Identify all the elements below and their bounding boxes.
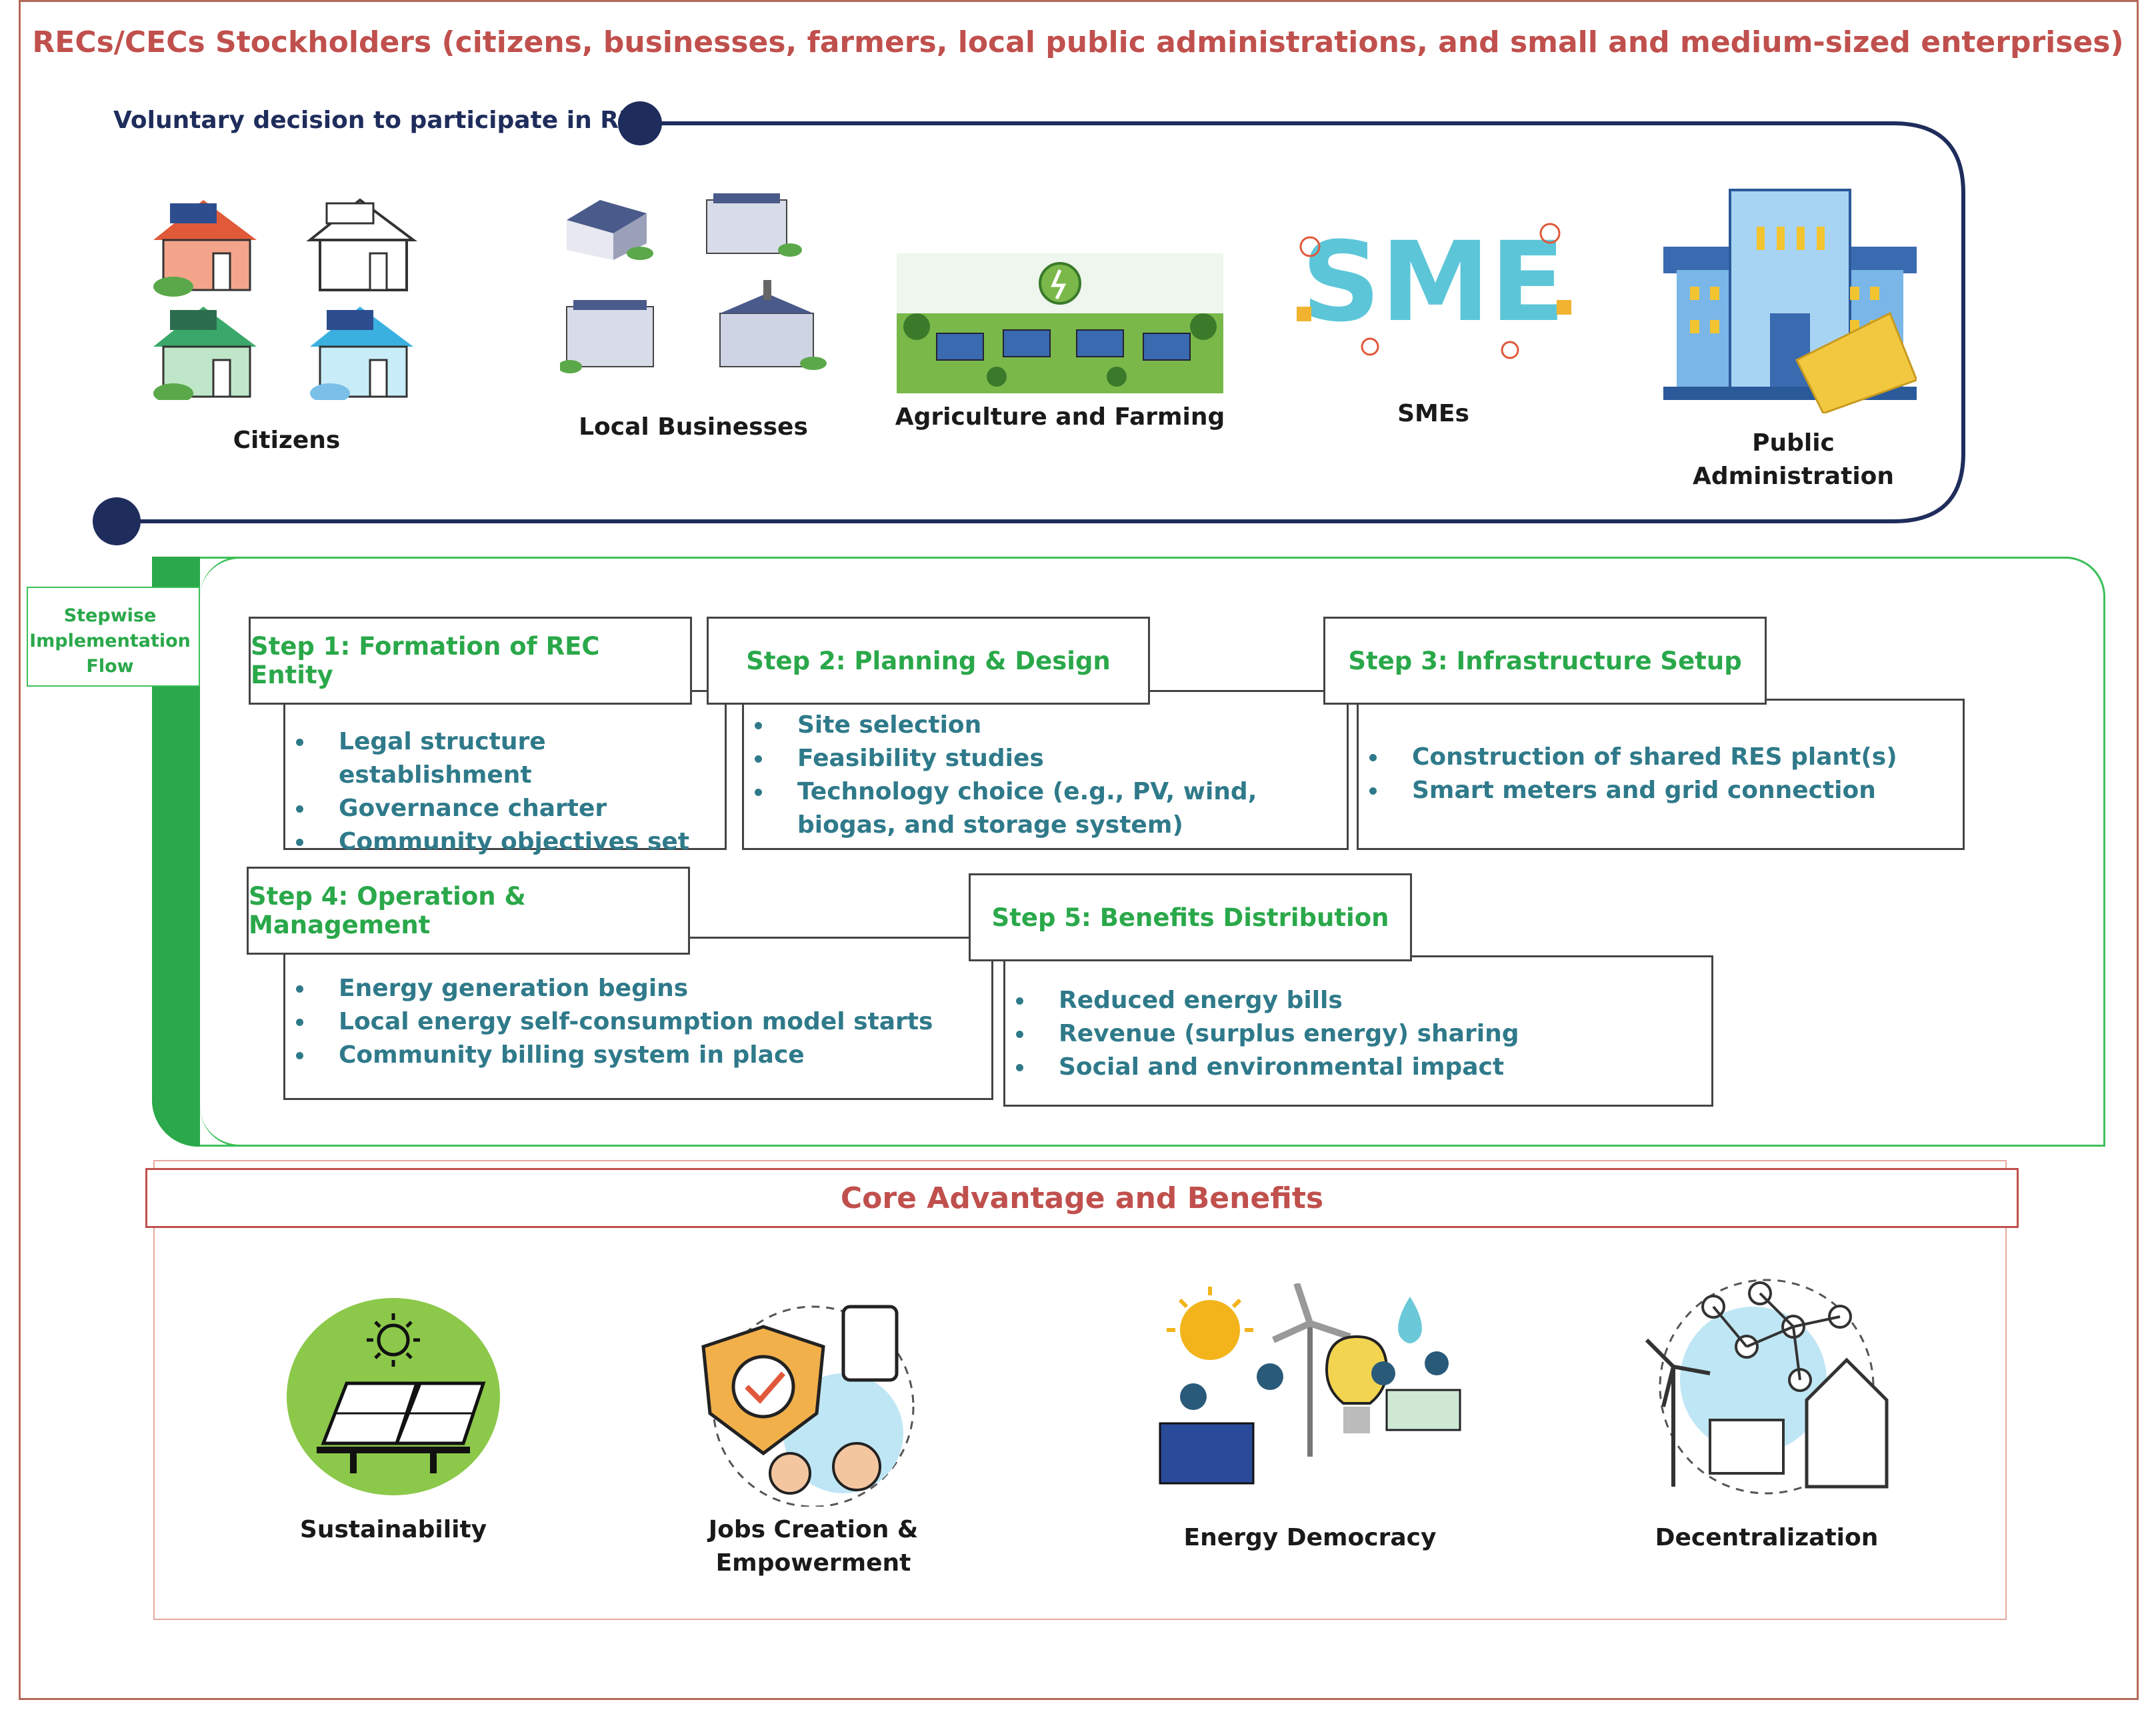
step-5-item: Reduced energy bills: [1016, 984, 1711, 1017]
sme-logo-text: SME: [1301, 218, 1565, 346]
agriculture-solar-farm-icon: [897, 253, 1223, 393]
step-2-title: Step 2: Planning & Design: [707, 617, 1150, 705]
step-3-title: Step 3: Infrastructure Setup: [1323, 617, 1767, 705]
sustainability-solar-icon: [287, 1298, 500, 1495]
step-1-item: Community objectives set: [296, 825, 725, 859]
decentralization-icon: [1645, 1279, 1889, 1495]
benefits-title: Core Advantage and Benefits: [145, 1168, 2019, 1228]
public-administration-building-icon: [1663, 189, 1917, 413]
step-5-item: Social and environmental impact: [1016, 1051, 1711, 1084]
step-2-body: Site selection Feasibility studies Techn…: [742, 690, 1349, 850]
step-5-title: Step 5: Benefits Distribution: [969, 873, 1412, 961]
benefits-box: [153, 1160, 2007, 1620]
stakeholder-smes-label: SMEs: [1397, 400, 1469, 427]
stakeholder-bracket: [93, 101, 1965, 545]
citizens-houses-icon: [153, 198, 417, 400]
step-4-item: Local energy self-consumption model star…: [296, 1005, 991, 1039]
stakeholder-public-administration-label: Public Administration: [1692, 429, 1895, 490]
sme-logo-icon: SME: [1297, 218, 1571, 359]
step-4-item: Energy generation begins: [296, 972, 991, 1005]
step-2-item: Site selection: [755, 709, 1347, 742]
benefit-jobs-label: Jobs Creation & Empowerment: [708, 1516, 919, 1577]
step-2-item: Feasibility studies: [755, 742, 1347, 775]
benefit-sustainability-label: Sustainability: [299, 1516, 487, 1543]
flow-label: Stepwise Implementation Flow: [29, 605, 191, 677]
step-1-item: Governance charter: [296, 792, 725, 825]
flow-label-box: [27, 587, 200, 687]
step-5-body: Reduced energy bills Revenue (surplus en…: [1003, 955, 1713, 1107]
stakeholder-citizens-label: Citizens: [233, 427, 341, 454]
jobs-empowerment-icon: [701, 1305, 915, 1507]
step-1-title: Step 1: Formation of REC Entity: [249, 617, 692, 705]
local-businesses-buildings-icon: [560, 193, 827, 373]
step-3-body: Construction of shared RES plant(s) Smar…: [1357, 699, 1965, 850]
benefit-decentralization-label: Decentralization: [1655, 1524, 1879, 1551]
step-4-body: Energy generation begins Local energy se…: [283, 937, 993, 1100]
step-1-body: Legal structure establishment Governance…: [283, 690, 727, 855]
stakeholder-local-businesses-label: Local Businesses: [579, 413, 808, 441]
step-4-title: Step 4: Operation & Management: [247, 867, 690, 955]
stakeholder-agriculture-label: Agriculture and Farming: [895, 403, 1225, 431]
step-3-item: Smart meters and grid connection: [1369, 774, 1963, 807]
outer-frame: [19, 0, 2139, 1700]
step-3-item: Construction of shared RES plant(s): [1369, 741, 1963, 774]
page-title: RECs/CECs Stockholders (citizens, busine…: [32, 25, 2124, 59]
step-1-item: Legal structure establishment: [296, 725, 725, 792]
step-5-item: Revenue (surplus energy) sharing: [1016, 1017, 1711, 1051]
energy-democracy-icon: [1159, 1283, 1461, 1485]
benefit-energy-democracy-label: Energy Democracy: [1183, 1524, 1437, 1551]
step-2-item: Technology choice (e.g., PV, wind, bioga…: [755, 775, 1317, 842]
voluntary-decision-label: Voluntary decision to participate in REC: [113, 107, 653, 134]
step-4-item: Community billing system in place: [296, 1039, 991, 1072]
